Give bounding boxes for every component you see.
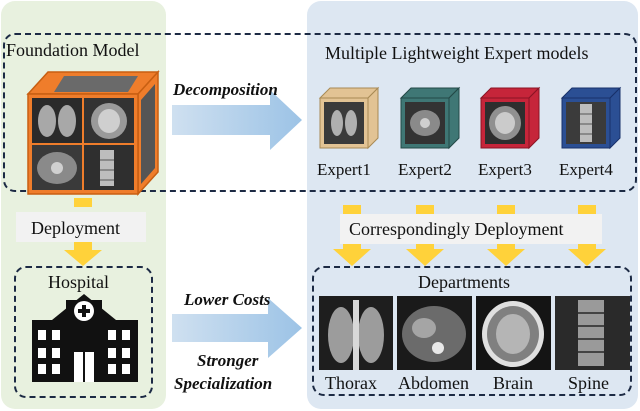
department-label-abdomen: Abdomen (398, 373, 469, 393)
deployment-label: Deployment (31, 218, 120, 238)
decomposition-arrow (172, 90, 302, 150)
hospital-title: Hospital (48, 272, 109, 292)
lower-costs-arrow (172, 298, 302, 358)
top-dashed-box (3, 33, 637, 192)
expert-label-2: Expert2 (398, 160, 452, 179)
expert-label-3: Expert3 (478, 160, 532, 179)
decomposition-label: Decomposition (173, 80, 278, 99)
stronger-label: Stronger (197, 351, 259, 370)
departments-box (312, 266, 632, 396)
foundation-title: Foundation Model (6, 40, 140, 60)
expert-label-1: Expert1 (317, 160, 371, 179)
correspondingly-deployment-arrows (333, 205, 606, 266)
lower-costs-label: Lower Costs (184, 290, 271, 309)
correspondingly-label: Correspondingly Deployment (349, 219, 564, 239)
expert-cube-icons (318, 86, 622, 150)
deployment-arrow (64, 198, 102, 266)
experts-title: Multiple Lightweight Expert models (325, 43, 589, 63)
hospital-box (14, 266, 153, 398)
department-label-thorax: Thorax (325, 373, 377, 393)
expert-label-4: Expert4 (559, 160, 613, 179)
specialization-label: Specialization (174, 374, 273, 393)
hospital-icon (32, 294, 138, 382)
department-label-brain: Brain (493, 373, 533, 393)
department-images (319, 296, 630, 370)
foundation-cube-icon (26, 70, 160, 196)
department-label-spine: Spine (568, 373, 610, 393)
deployment-label-bg (16, 212, 146, 242)
departments-title: Departments (418, 272, 510, 292)
correspondingly-label-bg (340, 214, 602, 244)
